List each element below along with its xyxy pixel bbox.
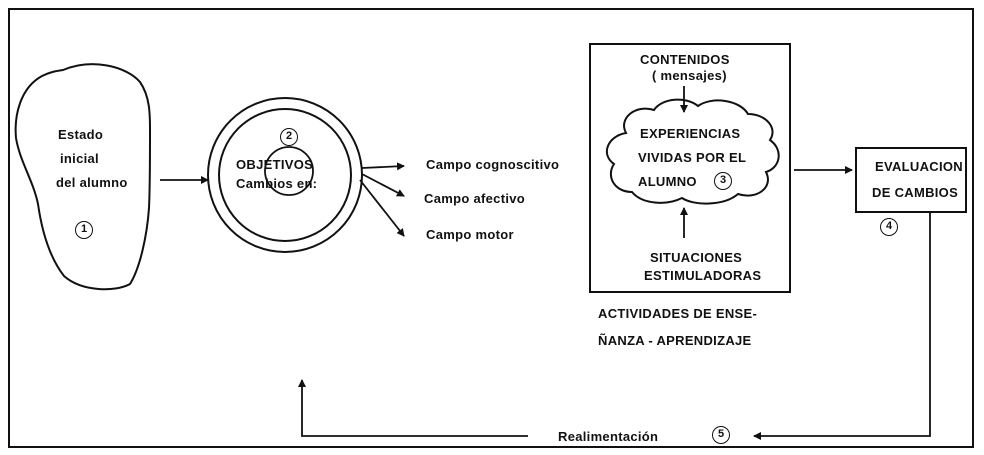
experiencias-label-line1: EXPERIENCIAS [640,126,741,141]
situaciones-label-line2: ESTIMULADORAS [644,268,762,283]
contenidos-label: CONTENIDOS [640,52,730,67]
estado-label-line2: inicial [60,151,99,166]
diagram-frame [8,8,974,448]
feedback-line-left [298,379,528,437]
estado-label-line3: del alumno [56,175,128,190]
realimentacion-label: Realimentación [558,429,659,444]
experiencias-cloud [605,98,780,205]
step-4-badge: 4 [880,218,898,236]
objetivos-inner-circle [264,146,314,196]
cambios-label: Cambios en: [236,176,318,191]
objetivos-label: OBJETIVOS [236,157,314,172]
experiencias-label-line3: ALUMNO [638,174,697,189]
step-1-badge: 1 [75,221,93,239]
evaluacion-box [855,147,967,213]
estado-label-line1: Estado [58,127,104,142]
step-2-badge: 2 [280,128,298,146]
feedback-line-right [753,212,931,440]
arrow-campo-afectivo [361,173,405,197]
situaciones-label-line1: SITUACIONES [650,250,743,265]
arrow-campo-cognoscitivo [361,162,405,171]
step-5-badge: 5 [712,426,730,444]
campo-afectivo-label: Campo afectivo [424,191,526,206]
experiencias-label-line2: VIVIDAS POR EL [638,150,747,165]
campo-cognoscitivo-label: Campo cognoscitivo [426,157,560,172]
mensajes-label: ( mensajes) [652,68,727,83]
step-3-badge: 3 [714,172,732,190]
head-outline [14,63,152,291]
objetivos-outer-circle [207,97,363,253]
objetivos-middle-circle [218,108,352,242]
evaluacion-label-line2: DE CAMBIOS [872,185,959,200]
actividades-label-line1: ACTIVIDADES DE ENSE- [598,306,758,321]
arrow-campo-motor [359,179,405,237]
evaluacion-label-line1: EVALUACION [875,159,963,174]
actividades-label-line2: ÑANZA - APRENDIZAJE [598,333,752,348]
campo-motor-label: Campo motor [426,227,514,242]
actividades-box [589,43,791,293]
